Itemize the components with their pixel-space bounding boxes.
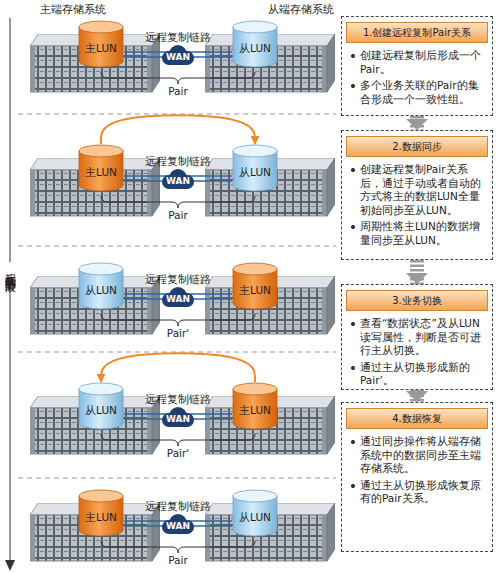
phase-bullet: 多个业务关联的Pair的集合形成一个一致性组。 bbox=[349, 79, 485, 106]
system-heading: 主端存储系统 bbox=[40, 3, 106, 15]
cylinder-top bbox=[79, 263, 123, 275]
phase-bullet: 周期性将主LUN的数据增量同步至从LUN。 bbox=[349, 220, 485, 247]
phase-box: 1.创建远程复制Pair关系创建远程复制后形成一个Pair。多个业务关联的Pai… bbox=[341, 16, 493, 116]
phase-bullet: 查看“数据状态”及从LUN读写属性，判断是否可进行主从切换。 bbox=[349, 317, 485, 358]
phase-bullet: 创建远程复制后形成一个Pair。 bbox=[349, 49, 485, 76]
lun-cylinder: 主LUN bbox=[78, 144, 124, 192]
pair-brace bbox=[101, 72, 255, 84]
lun-label: 主LUN bbox=[239, 275, 271, 298]
cloud-label: WAN bbox=[166, 518, 190, 531]
lun-cylinder: 从LUN bbox=[232, 20, 278, 68]
lun-cylinder: 主LUN bbox=[78, 20, 124, 68]
lun-cylinder: 从LUN bbox=[232, 144, 278, 192]
cylinder-top bbox=[233, 383, 277, 395]
lun-cylinder: 主LUN bbox=[78, 489, 124, 537]
lun-cylinder: 主LUN bbox=[232, 382, 278, 430]
sync-arrow bbox=[101, 115, 255, 144]
cylinder-top bbox=[233, 21, 277, 33]
lun-label: 从LUN bbox=[239, 157, 271, 180]
phase-axis-label: 远程复制的各个阶段 bbox=[4, 262, 16, 277]
phase-axis bbox=[10, 18, 11, 562]
pair-brace bbox=[101, 314, 255, 326]
phase-heading: 2.数据同步 bbox=[346, 136, 488, 157]
lun-cylinder: 从LUN bbox=[232, 489, 278, 537]
pair-label: Pair' bbox=[167, 327, 189, 339]
phase-arrow bbox=[410, 116, 424, 130]
cloud-shape bbox=[162, 287, 194, 307]
phase-arrow bbox=[410, 260, 424, 284]
lun-label: 从LUN bbox=[239, 33, 271, 56]
wan-cloud: WAN bbox=[158, 168, 198, 190]
lun-label: 从LUN bbox=[239, 502, 271, 525]
cloud-shape bbox=[162, 514, 194, 534]
phase-bullet: 创建远程复制Pair关系后，通过手动或者自动的方式将主的数据LUN全量初始同步至… bbox=[349, 163, 485, 217]
link-label: 远程复制链路 bbox=[145, 273, 211, 285]
link-label: 远程复制链路 bbox=[145, 500, 211, 512]
cylinder-top bbox=[233, 263, 277, 275]
sync-arrow bbox=[101, 353, 255, 382]
link-label: 远程复制链路 bbox=[145, 31, 211, 43]
lun-cylinder: 主LUN bbox=[232, 262, 278, 310]
pair-label: Pair' bbox=[167, 447, 189, 459]
cloud-label: WAN bbox=[166, 173, 190, 186]
lun-label: 主LUN bbox=[239, 395, 271, 418]
pair-label: Pair bbox=[168, 554, 188, 566]
phase-heading: 4.数据恢复 bbox=[346, 408, 488, 429]
pair-brace bbox=[101, 434, 255, 446]
cloud-shape bbox=[162, 169, 194, 189]
phase-box: 4.数据恢复通过同步操作将从端存储系统中的数据同步至主端存储系统。通过主从切换形… bbox=[341, 402, 493, 552]
phase-box: 2.数据同步创建远程复制Pair关系后，通过手动或者自动的方式将主的数据LUN全… bbox=[341, 130, 493, 260]
cylinder-top bbox=[79, 383, 123, 395]
phase-bullet: 通过主从切换形成新的Pair’。 bbox=[349, 361, 485, 388]
pair-label: Pair bbox=[168, 85, 188, 97]
wan-cloud: WAN bbox=[158, 513, 198, 535]
lun-label: 从LUN bbox=[85, 275, 117, 298]
cloud-shape bbox=[162, 407, 194, 427]
link-label: 远程复制链路 bbox=[145, 393, 211, 405]
row-separator bbox=[18, 114, 336, 115]
wan-cloud: WAN bbox=[158, 44, 198, 66]
cylinder-top bbox=[233, 490, 277, 502]
wan-cloud: WAN bbox=[158, 286, 198, 308]
pair-brace bbox=[101, 541, 255, 553]
lun-cylinder: 从LUN bbox=[78, 382, 124, 430]
phase-bullet: 通过主从切换形成恢复原有的Pair关系。 bbox=[349, 479, 485, 506]
pair-label: Pair bbox=[168, 209, 188, 221]
cloud-label: WAN bbox=[166, 291, 190, 304]
cloud-label: WAN bbox=[166, 411, 190, 424]
wan-cloud: WAN bbox=[158, 406, 198, 428]
lun-label: 从LUN bbox=[85, 395, 117, 418]
cylinder-top bbox=[233, 145, 277, 157]
lun-label: 主LUN bbox=[85, 33, 117, 56]
row-separator bbox=[18, 246, 336, 247]
phase-box: 3.业务切换查看“数据状态”及从LUN读写属性，判断是否可进行主从切换。通过主从… bbox=[341, 284, 493, 390]
pair-brace bbox=[101, 196, 255, 208]
link-label: 远程复制链路 bbox=[145, 155, 211, 167]
system-heading: 从端存储系统 bbox=[268, 3, 334, 15]
phase-axis-head bbox=[5, 560, 15, 571]
phase-heading: 3.业务切换 bbox=[346, 290, 488, 311]
row-separator bbox=[18, 352, 336, 353]
lun-label: 主LUN bbox=[85, 502, 117, 525]
lun-label: 主LUN bbox=[85, 157, 117, 180]
phase-bullet: 通过同步操作将从端存储系统中的数据同步至主端存储系统。 bbox=[349, 435, 485, 476]
lun-cylinder: 从LUN bbox=[78, 262, 124, 310]
cylinder-top bbox=[79, 145, 123, 157]
cloud-shape bbox=[162, 45, 194, 65]
row-separator bbox=[18, 478, 336, 479]
cloud-label: WAN bbox=[166, 49, 190, 62]
phase-heading: 1.创建远程复制Pair关系 bbox=[346, 22, 488, 43]
cylinder-top bbox=[79, 490, 123, 502]
cylinder-top bbox=[79, 21, 123, 33]
phase-arrow bbox=[410, 390, 424, 402]
